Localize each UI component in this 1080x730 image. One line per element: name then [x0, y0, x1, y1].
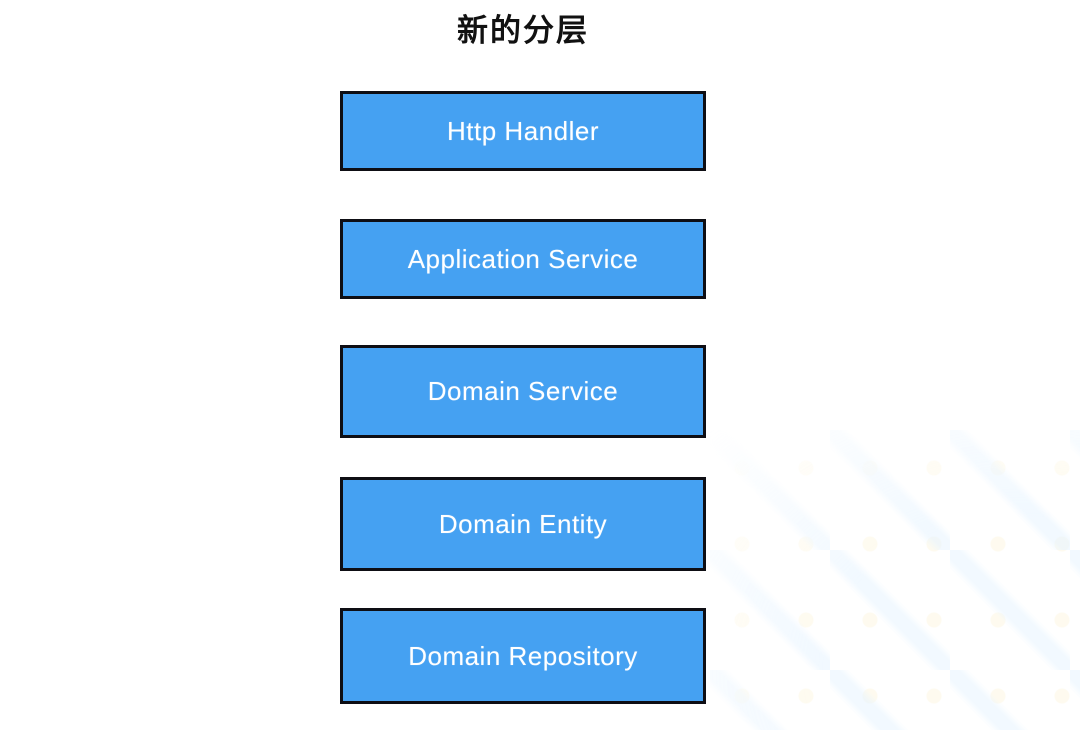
layer-label-application-service: Application Service: [407, 243, 639, 274]
layer-box-domain-entity: Domain Entity: [340, 477, 706, 571]
layer-box-http-handler: Http Handler: [340, 91, 706, 171]
watermark-pattern: [710, 430, 1080, 730]
layer-box-application-service: Application Service: [340, 219, 706, 299]
layer-label-domain-service: Domain Service: [427, 376, 619, 406]
layer-label-http-handler: Http Handler: [447, 115, 599, 146]
layer-box-domain-repository: Domain Repository: [340, 608, 706, 704]
diagram-title: 新的分层: [457, 13, 589, 48]
layer-label-domain-repository: Domain Repository: [408, 640, 638, 671]
layer-label-domain-entity: Domain Entity: [438, 508, 608, 539]
layer-box-domain-service: Domain Service: [340, 345, 706, 438]
